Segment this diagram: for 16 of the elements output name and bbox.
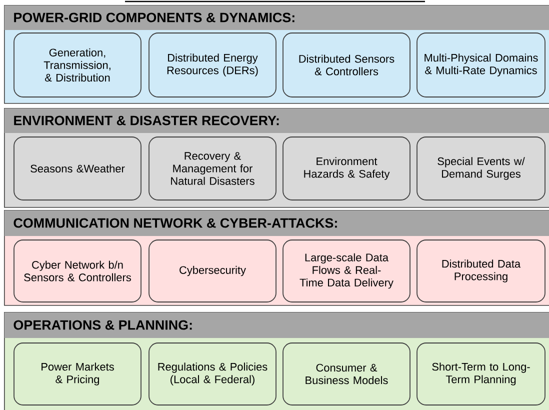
topic-box: Cyber Network b/n Sensors & Controllers <box>14 240 142 302</box>
topic-box: Distributed Sensors & Controllers <box>282 32 410 98</box>
topic-box: Regulations & Policies (Local & Federal) <box>148 342 276 406</box>
topic-box: Distributed Energy Resources (DERs) <box>148 32 276 98</box>
topic-box: Large-scale Data Flows & Real-Time Data Delivery <box>282 240 410 302</box>
topic-box: Generation, Transmission, & Distribution <box>14 32 142 98</box>
topic-box: Short-Term to Long-Term Planning <box>416 342 546 406</box>
topic-box: Special Events w/ Demand Surges <box>416 136 546 200</box>
topic-box: Distributed Data Processing <box>416 240 546 302</box>
topic-box: Recovery & Management for Natural Disasters <box>148 136 276 200</box>
topic-box: Power Markets & Pricing <box>14 342 142 406</box>
topic-box: Consumer & Business Models <box>282 342 410 406</box>
topic-box: Multi-Physical Domains & Multi-Rate Dynamics <box>416 32 546 98</box>
topic-box: Seasons &Weather <box>14 136 142 200</box>
topic-box: Cybersecurity <box>148 240 276 302</box>
topic-box: Environment Hazards & Safety <box>282 136 410 200</box>
